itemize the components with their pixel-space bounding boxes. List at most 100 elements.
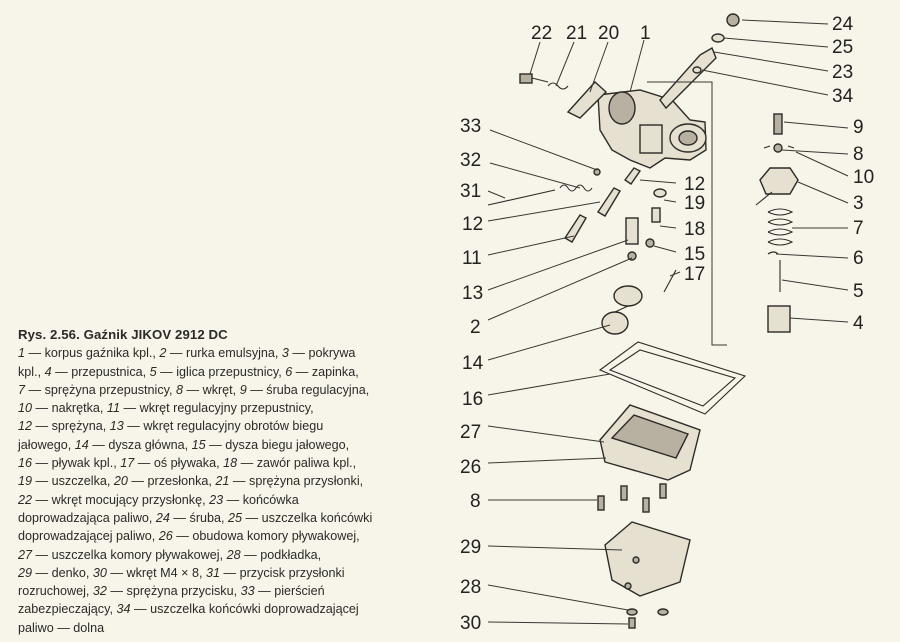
choke-screw-part xyxy=(519,73,549,84)
callout-24: 24 xyxy=(832,14,854,35)
legend-line: doprowadzającej paliwo, 26 — obudowa kom… xyxy=(18,529,360,544)
legend-item-number: 10 xyxy=(18,401,33,416)
float-gasket-part xyxy=(598,341,747,415)
callout-10: 10 xyxy=(853,167,874,188)
legend-line: paliwo — dolna xyxy=(18,620,105,635)
legend-item-number: 18 xyxy=(223,456,238,471)
callout-8-left: 8 xyxy=(470,491,481,512)
callout-28: 28 xyxy=(460,577,481,598)
legend-item-text: sprężyna, xyxy=(51,419,107,434)
legend-item-number: 2 xyxy=(159,346,167,361)
callout-12-left: 12 xyxy=(462,214,483,235)
legend-item-text: pływak kpl., xyxy=(51,456,117,471)
legend-item-text: wkręt regulacyjny obrotów biegu xyxy=(143,419,324,434)
legend-item-text: sprężyna przycisku, xyxy=(126,584,238,599)
callout-22: 22 xyxy=(531,23,552,44)
callout-5: 5 xyxy=(853,281,864,302)
legend-item-number: 32 xyxy=(92,584,107,599)
legend-item-text: przesłonka, xyxy=(147,474,212,489)
legend-item-text: wkręt regulacyjny przepustnicy, xyxy=(139,401,314,416)
legend-item-number: 5 xyxy=(149,364,157,379)
legend-item-number: 26 xyxy=(158,529,173,544)
legend-item-text: dysza biegu jałowego, xyxy=(225,437,350,452)
washer-and-screw-part xyxy=(626,608,669,629)
legend-item-number: 3 xyxy=(281,346,289,361)
callout-30: 30 xyxy=(460,613,481,634)
legend-item-text: iglica przepustnicy, xyxy=(176,364,282,379)
legend-item-text: nakrętka, xyxy=(51,401,104,416)
callout-12-right: 12 xyxy=(684,174,705,195)
legend-item-number: 34 xyxy=(116,602,131,617)
figure-caption: Rys. 2.56. Gaźnik JIKOV 2912 DC 1 — korp… xyxy=(18,326,438,637)
callout-4: 4 xyxy=(853,313,864,334)
float-part xyxy=(601,285,643,335)
legend-item-text: doprowadzającej paliwo, xyxy=(18,529,156,544)
legend-item-text: doprowadzająca paliwo, xyxy=(18,510,153,525)
callout-7: 7 xyxy=(853,218,864,239)
legend-line: 22 — wkręt mocujący przysłonkę, 23 — koń… xyxy=(18,492,299,507)
choke-plate-part xyxy=(566,81,608,119)
callout-20: 20 xyxy=(598,23,619,44)
legend-item-number: 7 xyxy=(18,382,26,397)
legend-item-number: 19 xyxy=(18,474,33,489)
legend-item-number: 17 xyxy=(120,456,135,471)
legend-item-text: śruba, xyxy=(189,510,225,525)
legend-item-text: denko, xyxy=(51,565,90,580)
assembly-bracket-line xyxy=(647,81,727,346)
legend-line: 16 — pływak kpl., 17 — oś pływaka, 18 — … xyxy=(18,456,357,471)
callout-6: 6 xyxy=(853,248,864,269)
legend-item-text: dolna xyxy=(73,620,105,635)
legend-item-text: zabezpieczający, xyxy=(18,602,113,617)
choke-spring-part xyxy=(547,82,569,90)
legend-item-number: 6 xyxy=(285,364,293,379)
callout-9: 9 xyxy=(853,117,864,138)
jets-and-valve-part xyxy=(625,188,677,293)
carburetor-body-part xyxy=(597,89,707,169)
legend-item-text: pokrywa xyxy=(308,346,356,361)
legend-item-text: dysza główna, xyxy=(108,437,189,452)
legend-item-text: uszczelka, xyxy=(51,474,111,489)
legend-line: 19 — uszczelka, 20 — przesłonka, 21 — sp… xyxy=(18,474,364,489)
legend-item-text: korpus gaźnika kpl., xyxy=(44,346,156,361)
callout-14: 14 xyxy=(462,353,484,374)
legend-item-number: 20 xyxy=(113,474,128,489)
legend-line: 29 — denko, 30 — wkręt M4 × 8, 31 — przy… xyxy=(18,565,345,580)
legend-line: 7 — sprężyna przepustnicy, 8 — wkręt, 9 … xyxy=(18,382,370,397)
legend-item-text: kpl., xyxy=(18,364,42,379)
callout-16: 16 xyxy=(462,389,483,410)
legend-line: jałowego, 14 — dysza główna, 15 — dysza … xyxy=(18,437,350,452)
legend-line: 1 — korpus gaźnika kpl., 2 — rurka emuls… xyxy=(18,346,356,361)
legend-item-text: pierścień xyxy=(274,584,325,599)
callout-26: 26 xyxy=(460,457,481,478)
callout-34: 34 xyxy=(832,86,854,107)
legend-item-number: 11 xyxy=(106,401,120,416)
throttle-assembly-part xyxy=(755,113,799,333)
callout-33: 33 xyxy=(460,116,481,137)
legend-item-text: obudowa komory pływakowej, xyxy=(192,529,360,544)
legend-item-number: 31 xyxy=(205,565,220,580)
legend-item-text: wkręt M4 × 8, xyxy=(126,565,203,580)
callout-29: 29 xyxy=(460,537,481,558)
leader-lines xyxy=(487,19,849,625)
figure-title: Rys. 2.56. Gaźnik JIKOV 2912 DC xyxy=(18,327,228,342)
choke-button-part xyxy=(487,168,601,206)
callout-17: 17 xyxy=(684,264,705,285)
legend-item-number: 9 xyxy=(239,382,247,397)
fuel-inlet-part xyxy=(659,13,740,110)
legend-item-text: oś pływaka, xyxy=(153,456,220,471)
legend-line: 10 — nakrętka, 11 — wkręt regulacyjny pr… xyxy=(18,401,314,416)
legend-item-text: sprężyna przysłonki, xyxy=(249,474,364,489)
legend-line: 27 — uszczelka komory pływakowej, 28 — p… xyxy=(18,547,322,562)
legend-item-number: 8 xyxy=(175,382,183,397)
callout-27: 27 xyxy=(460,422,481,443)
callout-25: 25 xyxy=(832,37,853,58)
adjusting-screws-part xyxy=(564,167,642,243)
float-chamber-part xyxy=(599,404,701,481)
callout-1: 1 xyxy=(640,23,651,44)
legend-item-number: 30 xyxy=(92,565,107,580)
legend-item-text: paliwo xyxy=(18,620,54,635)
legend-item-text: śruba regulacyjna, xyxy=(266,382,370,397)
legend-item-number: 28 xyxy=(226,547,241,562)
legend-item-text: wkręt, xyxy=(202,382,237,397)
